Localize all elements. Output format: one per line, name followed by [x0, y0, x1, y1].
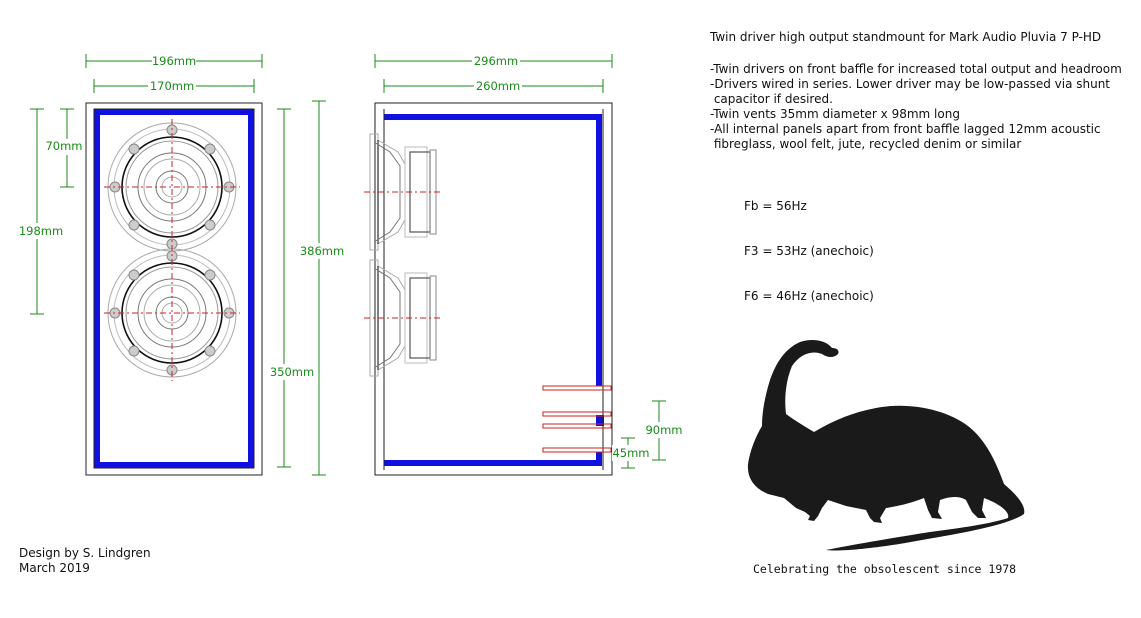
note-line: -Twin vents 35mm diameter x 98mm long [710, 107, 960, 121]
param-f6: F6 = 46Hz (anechoic) [744, 289, 874, 303]
note-line: -Drivers wired in series. Lower driver m… [710, 77, 1111, 91]
dim-driver-spacing: 198mm [19, 224, 63, 238]
dim-front-outer-width: 196mm [152, 54, 196, 68]
design-notes: Twin driver high output standmount for M… [710, 30, 1130, 334]
note-line: -Twin drivers on front baffle for increa… [710, 62, 1122, 76]
param-f3: F3 = 53Hz (anechoic) [744, 244, 874, 258]
dim-side-inner-depth: 260mm [476, 79, 520, 93]
dim-driver-offset: 70mm [45, 139, 82, 153]
designer-name: Design by S. Lindgren [19, 546, 151, 560]
dim-outer-height: 386mm [300, 244, 344, 258]
dim-side-outer-depth: 296mm [474, 54, 518, 68]
param-fb: Fb = 56Hz [744, 199, 807, 213]
design-date: March 2019 [19, 561, 90, 575]
note-line: fibreglass, wool felt, jute, recycled de… [710, 137, 1022, 151]
drawing-title: Twin driver high output standmount for M… [710, 30, 1102, 44]
vent-tubes [542, 385, 612, 453]
tagline: Celebrating the obsolescent since 1978 [753, 562, 1017, 576]
tuning-parameters: Fb = 56Hz F3 = 53Hz (anechoic) F6 = 46Hz… [710, 169, 1130, 334]
side-view [363, 102, 613, 476]
dim-front-inner-width: 170mm [150, 79, 194, 93]
note-line: -All internal panels apart from front ba… [710, 122, 1101, 136]
note-line: capacitor if desired. [710, 92, 833, 106]
front-cabinet-outline [85, 102, 263, 476]
dinosaur-logo-icon [747, 340, 1025, 551]
front-lining [94, 109, 254, 468]
side-cabinet-outline [374, 102, 613, 476]
dim-vent-height: 45mm [612, 446, 649, 460]
dim-inner-height: 350mm [270, 365, 314, 379]
designer-credit: Design by S. Lindgren March 2019 [19, 546, 151, 576]
front-view [85, 102, 263, 476]
dim-vent-span: 90mm [645, 423, 682, 437]
